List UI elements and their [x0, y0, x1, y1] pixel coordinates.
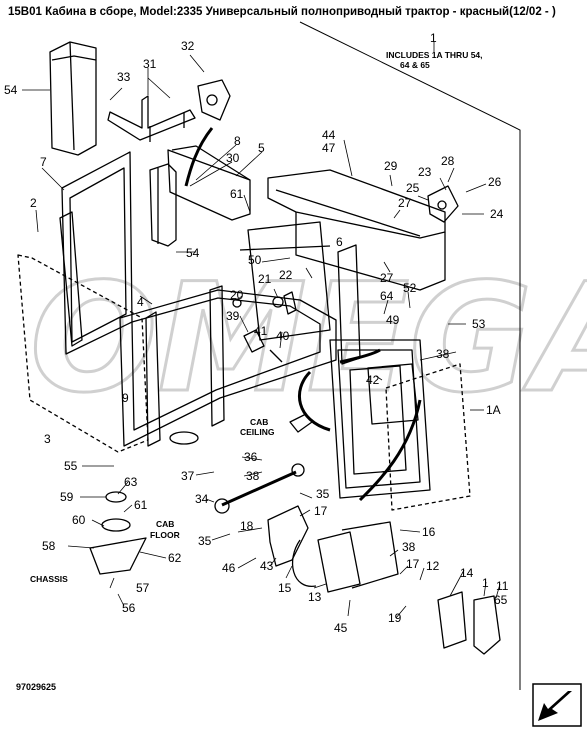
callout-38-upper: 38	[436, 347, 450, 361]
assembly-note-line-1: INCLUDES 1A THRU 54,	[386, 50, 483, 60]
callout-44: 44	[322, 128, 336, 142]
callout-13: 13	[308, 590, 322, 604]
callout-1-lower: 1	[482, 576, 489, 590]
callout-40: 40	[276, 329, 290, 343]
callout-59: 59	[60, 490, 74, 504]
callout-27-lower: 27	[380, 271, 394, 285]
callout-62: 62	[168, 551, 182, 565]
assembly-bracket	[299, 21, 521, 690]
callout-38-mid: 38	[246, 469, 260, 483]
callout-55: 55	[64, 459, 78, 473]
cab-floor-label-2: FLOOR	[150, 530, 180, 540]
callout-63: 63	[124, 475, 138, 489]
callout-41: 41	[254, 324, 268, 338]
parts-artwork	[17, 41, 501, 655]
cab-ceiling-label-1: CAB	[250, 417, 268, 427]
callout-26: 26	[488, 175, 502, 189]
callout-50: 50	[248, 253, 262, 267]
callout-60: 60	[72, 513, 86, 527]
callout-1a: 1A	[486, 403, 501, 417]
watermark-text: OMEGA	[30, 252, 587, 426]
callout-23: 23	[418, 165, 432, 179]
callout-53: 53	[472, 317, 486, 331]
callout-20: 20	[230, 288, 244, 302]
callout-22: 22	[279, 268, 293, 282]
callout-28: 28	[441, 154, 455, 168]
callout-30: 30	[226, 151, 240, 165]
back-arrow-button[interactable]	[532, 683, 582, 727]
callout-43: 43	[260, 559, 274, 573]
callout-49: 49	[386, 313, 400, 327]
callout-24: 24	[490, 207, 504, 221]
callout-34: 34	[195, 492, 209, 506]
callout-45: 45	[334, 621, 348, 635]
callout-11: 11	[496, 579, 509, 593]
callout-7: 7	[40, 155, 47, 169]
callout-17-lower: 17	[406, 557, 420, 571]
callout-5: 5	[258, 141, 265, 155]
callout-36: 36	[244, 450, 258, 464]
callout-21: 21	[258, 272, 272, 286]
callout-12: 12	[426, 559, 440, 573]
callout-6: 6	[336, 235, 343, 249]
callout-3: 3	[44, 432, 51, 446]
callout-38-lower: 38	[402, 540, 416, 554]
callout-56: 56	[122, 601, 136, 615]
callout-35-right: 35	[316, 487, 330, 501]
callout-61-upper: 61	[230, 187, 244, 201]
callout-4: 4	[137, 295, 144, 309]
assembly-note-line-2: 64 & 65	[400, 60, 430, 70]
callout-16: 16	[422, 525, 436, 539]
chassis-label: CHASSIS	[30, 574, 68, 584]
callout-64: 64	[380, 289, 394, 303]
callout-1-top: 1	[430, 31, 437, 45]
callout-15: 15	[278, 581, 292, 595]
callout-57: 57	[136, 581, 150, 595]
callout-9: 9	[122, 391, 129, 405]
cab-floor-label-1: CAB	[156, 519, 174, 529]
callout-19: 19	[388, 611, 402, 625]
callout-65: 65	[494, 593, 508, 607]
callout-18: 18	[240, 519, 254, 533]
callout-39: 39	[226, 309, 240, 323]
callout-29: 29	[384, 159, 398, 173]
leader-lines	[22, 42, 501, 619]
callout-33: 33	[117, 70, 131, 84]
callout-42: 42	[366, 373, 380, 387]
callout-54-top: 54	[4, 83, 18, 97]
callout-61-lower: 61	[134, 498, 148, 512]
cab-ceiling-label-2: CEILING	[240, 427, 275, 437]
callout-2: 2	[30, 196, 37, 210]
callout-47: 47	[322, 141, 336, 155]
callout-37: 37	[181, 469, 195, 483]
page-title: 15B01 Кабина в сборе, Model:2335 Универс…	[8, 6, 556, 18]
arrow-down-left-icon	[532, 683, 582, 727]
assembly-arrows	[184, 127, 422, 502]
callout-27-upper: 27	[398, 196, 412, 210]
document-number: 97029625	[16, 682, 56, 692]
callout-58: 58	[42, 539, 56, 553]
callout-32: 32	[181, 39, 195, 53]
callout-labels: 32 33 31 54 7 2 8 30 5 61 54 50 21 22 20…	[4, 31, 509, 635]
callout-46: 46	[222, 561, 236, 575]
callout-54-mid: 54	[186, 246, 200, 260]
callout-14: 14	[460, 566, 474, 580]
callout-35-left: 35	[198, 534, 212, 548]
callout-25: 25	[406, 181, 420, 195]
callout-31: 31	[143, 57, 157, 71]
callout-52: 52	[403, 281, 417, 295]
callout-8: 8	[234, 134, 241, 148]
callout-17-upper: 17	[314, 504, 328, 518]
